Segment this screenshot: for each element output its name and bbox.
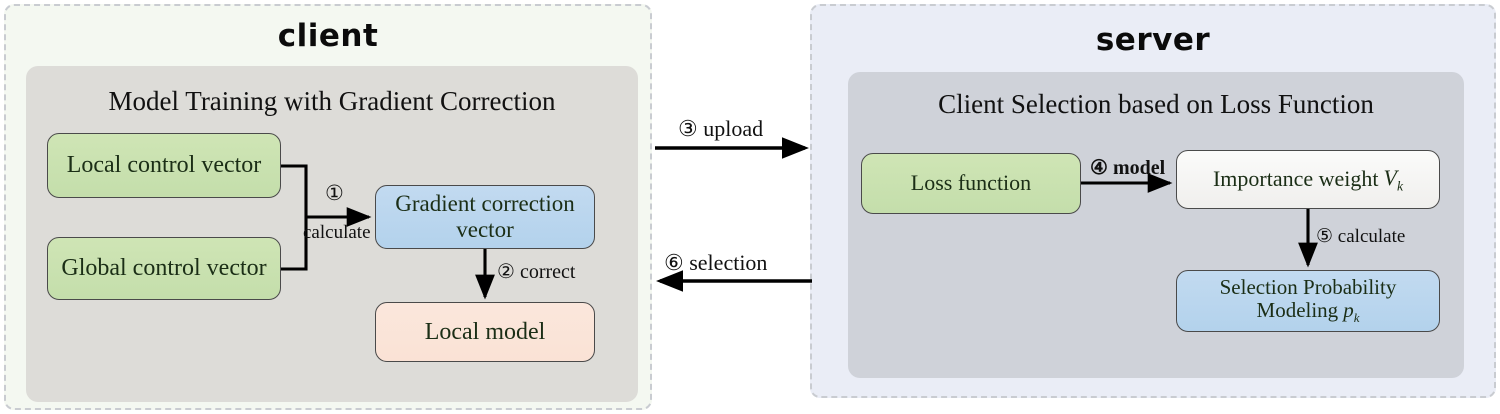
node-gradient-correction-vector[interactable]: Gradient correction vector <box>375 185 595 249</box>
edge-number: ⑤ <box>1316 226 1334 247</box>
server-panel-title: server <box>1095 22 1211 58</box>
edge-label-selection: ⑥ selection <box>664 250 767 276</box>
node-label-line1: Selection Probability <box>1219 274 1397 299</box>
node-local-control-vector[interactable]: Local control vector <box>47 133 281 198</box>
edge-text: selection <box>689 250 768 275</box>
edge-label-calculate-number: ① <box>325 181 344 205</box>
edge-label-upload: ③ upload <box>678 116 763 142</box>
symbol-base: p <box>1343 298 1354 323</box>
edge-text: model <box>1112 157 1166 179</box>
edge-number: ② <box>497 261 515 283</box>
edge-text: upload <box>703 116 764 141</box>
node-label-line2-text: Modeling <box>1256 298 1339 323</box>
node-label: Local control vector <box>66 152 262 179</box>
node-label: Loss function <box>910 170 1032 196</box>
client-panel-title: client <box>277 18 379 54</box>
client-inner-title: Model Training with Gradient Correction <box>108 86 556 116</box>
edge-text: calculate <box>1337 226 1406 247</box>
node-label: Gradient correction vector <box>395 191 575 242</box>
node-label: Local model <box>424 318 546 345</box>
symbol-base: V <box>1383 164 1397 190</box>
server-inner-title: Client Selection based on Loss Function <box>938 89 1374 119</box>
node-loss-function[interactable]: Loss function <box>861 153 1081 214</box>
importance-weight-symbol: Vk <box>1379 164 1404 194</box>
edge-number: ③ <box>678 116 698 141</box>
symbol-subscript: k <box>1396 178 1404 194</box>
node-global-control-vector[interactable]: Global control vector <box>47 237 281 300</box>
edge-label-correct: ② correct <box>497 259 575 284</box>
edge-text: correct <box>519 261 576 283</box>
selection-probability-symbol: pk <box>1338 298 1359 326</box>
node-label: Global control vector <box>61 255 267 282</box>
edge-label-model: ④ model <box>1090 155 1165 180</box>
edge-number: ⑥ <box>664 250 684 275</box>
node-label: Importance weight <box>1212 166 1379 192</box>
node-importance-weight[interactable]: Importance weight Vk <box>1176 150 1440 209</box>
node-local-model[interactable]: Local model <box>375 302 595 362</box>
edge-label-calculate-text: calculate <box>303 222 371 243</box>
edge-label-calculate5: ⑤ calculate <box>1316 225 1405 248</box>
edge-number: ④ <box>1090 157 1108 179</box>
symbol-subscript: k <box>1353 310 1360 326</box>
